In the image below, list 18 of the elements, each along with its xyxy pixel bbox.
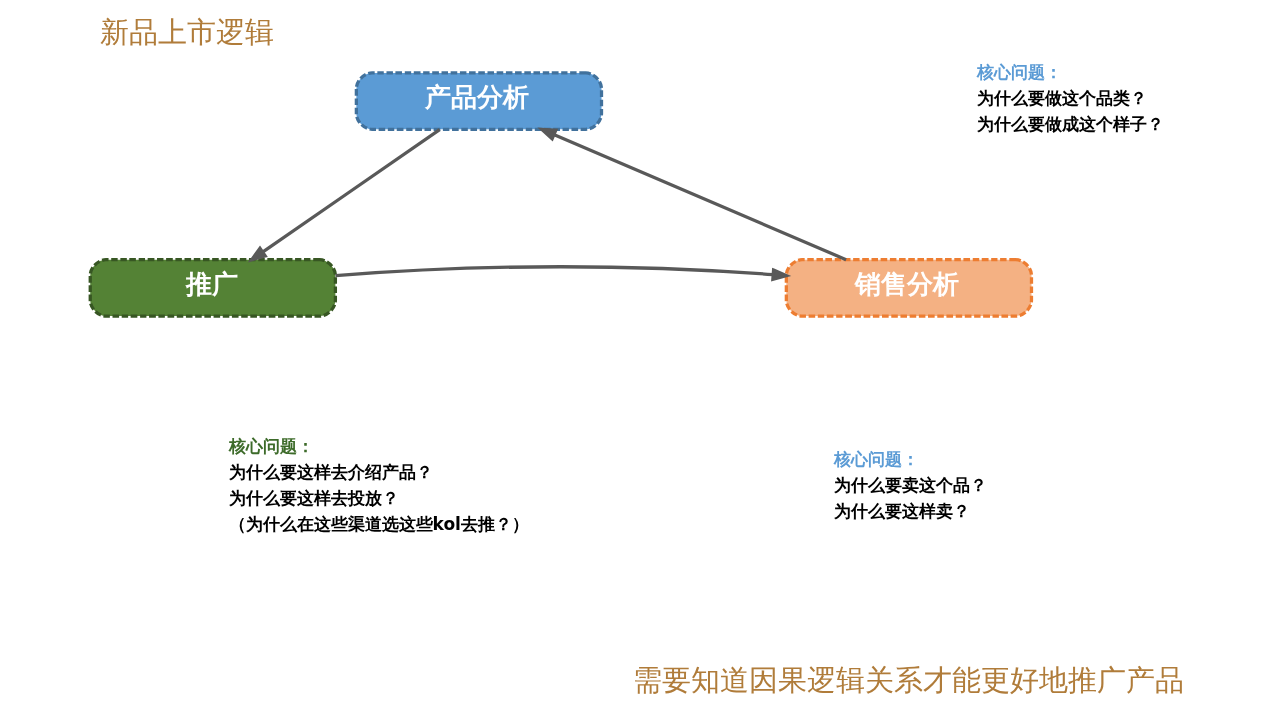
node-box: 销售分析 <box>784 258 1033 318</box>
node-label: 核心问题： <box>833 448 919 469</box>
node-label: 核心问题： <box>976 62 1062 83</box>
arrow <box>334 265 791 282</box>
node-label: 为什么要这样去投放？ <box>228 488 399 509</box>
caption: 需要知道因果逻辑关系才能更好地推广产品 <box>632 663 1184 698</box>
node-label: 为什么要做这个品类？ <box>976 88 1147 109</box>
node-label: 为什么要这样卖？ <box>833 501 970 522</box>
arrow <box>536 127 847 262</box>
node-label: 为什么要卖这个品？ <box>833 474 987 495</box>
node-label: 为什么要做成这个样子？ <box>976 114 1164 135</box>
node-box: 推广 <box>88 258 337 318</box>
node-label: 核心问题： <box>228 435 314 456</box>
node-label: 为什么要这样去介绍产品？ <box>228 461 433 482</box>
node-label: （为什么在这些渠道选这些kol去推？） <box>228 514 529 535</box>
arrow <box>247 128 441 263</box>
node-box: 产品分析 <box>354 71 603 131</box>
diagram-title: 新品上市逻辑 <box>99 14 274 49</box>
